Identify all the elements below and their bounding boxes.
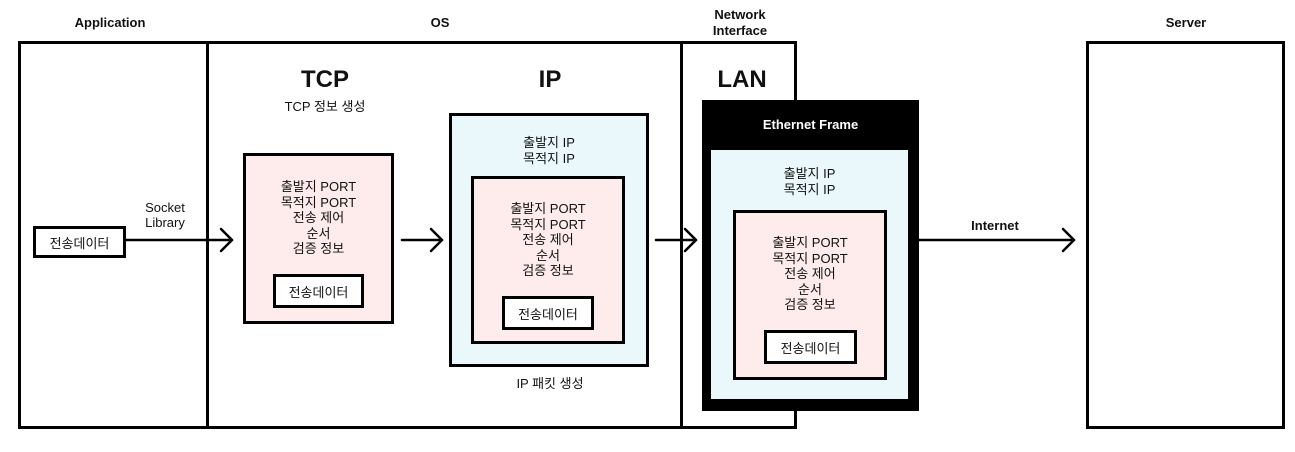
ip-data-box: 전송데이터: [502, 296, 594, 330]
ip-caption: IP 패킷 생성: [516, 376, 584, 391]
application-data-box: 전송데이터: [33, 226, 126, 258]
network-interface-header: Network Interface: [712, 7, 768, 38]
lan-title: LAN: [717, 66, 767, 93]
arrow-tcp-ip: [400, 227, 444, 253]
os-network-divider: [680, 41, 683, 429]
arrow-lan-server: [917, 227, 1076, 253]
tcp-subtitle: TCP 정보 생성: [284, 99, 366, 114]
server-header: Server: [1165, 15, 1207, 30]
ethernet-frame-label: Ethernet Frame: [762, 117, 859, 132]
ip-title: IP: [538, 66, 562, 93]
application-os-divider: [206, 41, 209, 429]
os-header: OS: [430, 15, 450, 30]
internet-label: Internet: [971, 218, 1019, 233]
lan-data-box: 전송데이터: [764, 330, 857, 364]
ip-tcp-header-fields: 출발지 PORT 목적지 PORT 전송 제어 순서 검증 정보: [510, 201, 586, 278]
tcp-data-box: 전송데이터: [273, 274, 364, 308]
arrow-ip-lan: [654, 227, 698, 253]
arrow-app-tcp: [124, 227, 234, 253]
tcp-header-fields: 출발지 PORT 목적지 PORT 전송 제어 순서 검증 정보: [280, 179, 357, 256]
server-box: [1086, 41, 1285, 429]
lan-tcp-header-fields: 출발지 PORT 목적지 PORT 전송 제어 순서 검증 정보: [772, 235, 848, 312]
ip-header-fields: 출발지 IP 목적지 IP: [523, 135, 575, 166]
socket-library-label: Socket Library: [145, 200, 185, 230]
application-header: Application: [74, 15, 146, 30]
tcp-title: TCP: [301, 66, 349, 93]
lan-ip-header-fields: 출발지 IP 목적지 IP: [783, 166, 836, 197]
lan-tcp-segment-box: [733, 210, 887, 380]
